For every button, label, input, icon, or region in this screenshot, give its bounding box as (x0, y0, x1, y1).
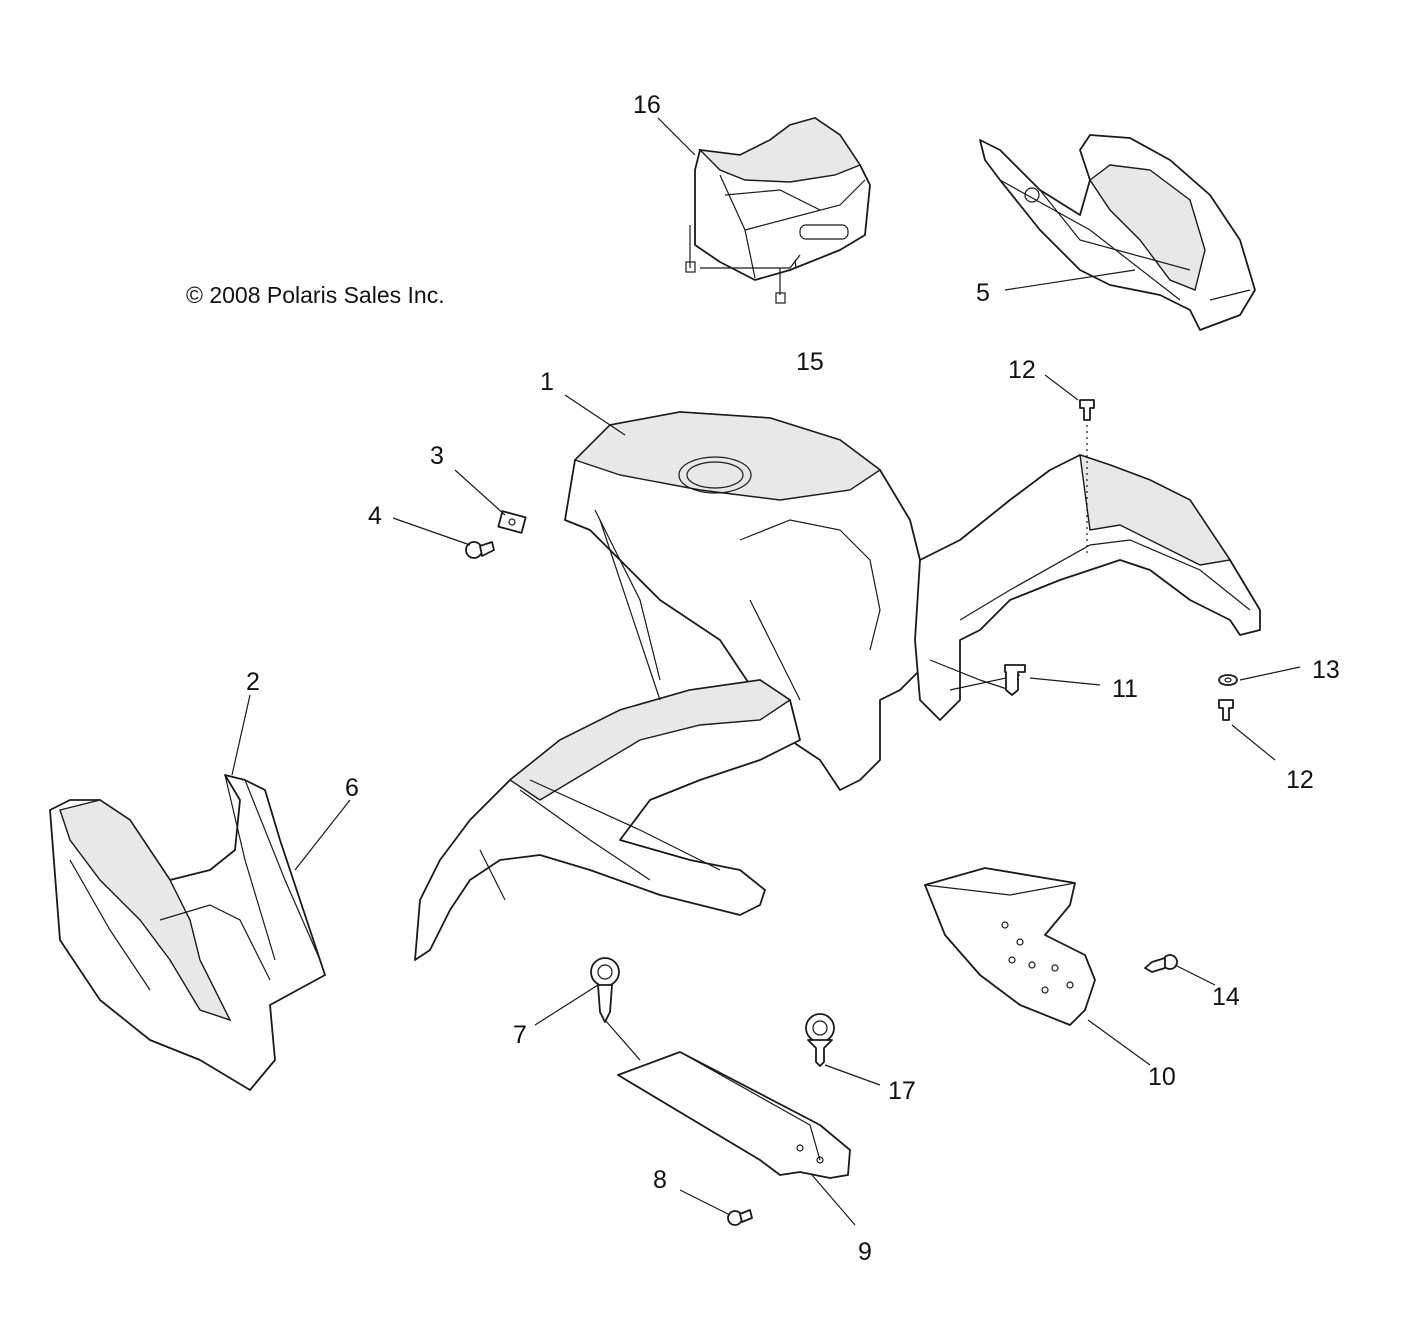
part-3-clip (497, 510, 527, 534)
part-17-clip (805, 1013, 835, 1067)
leader-lines (231, 117, 1301, 1226)
part-12-screw-upper (1079, 399, 1095, 555)
callout-1: 1 (540, 368, 554, 396)
part-12-screw-lower (1218, 699, 1234, 721)
callout-12-lower: 12 (1286, 766, 1314, 794)
part-11-push-rivet (1004, 664, 1026, 696)
part-2-side-panel (49, 774, 326, 1091)
part-13-washer (1218, 674, 1238, 686)
part-8-screw (727, 1209, 753, 1226)
part-1-front-body (414, 411, 1261, 961)
part-14-screw (1144, 954, 1178, 973)
callout-14: 14 (1212, 983, 1240, 1011)
part-15-decals (685, 225, 801, 304)
callout-8: 8 (653, 1166, 667, 1194)
callout-5: 5 (976, 279, 990, 307)
callout-12-upper: 12 (1008, 356, 1036, 384)
part-4-screw (465, 541, 495, 559)
part-5-rear-cover (979, 134, 1256, 331)
callout-labels: 1 2 3 4 5 6 7 8 9 10 11 12 12 13 14 15 1… (246, 91, 1340, 1266)
part-9-bracket (617, 1051, 851, 1179)
callout-6: 6 (345, 774, 359, 802)
callout-10: 10 (1148, 1063, 1176, 1091)
part-16-headlight-pod (694, 117, 871, 281)
callout-2: 2 (246, 668, 260, 696)
callout-7: 7 (513, 1021, 527, 1049)
part-7-fastener (590, 957, 620, 1023)
callout-13: 13 (1312, 656, 1340, 684)
copyright-notice: © 2008 Polaris Sales Inc. (186, 282, 445, 308)
callout-17: 17 (888, 1077, 916, 1105)
callout-15: 15 (796, 348, 824, 376)
callout-16: 16 (633, 91, 661, 119)
callout-9: 9 (858, 1238, 872, 1266)
callout-11: 11 (1112, 675, 1138, 703)
callout-3: 3 (430, 442, 444, 470)
part-10-heat-shield (924, 867, 1096, 1026)
callout-4: 4 (368, 502, 382, 530)
